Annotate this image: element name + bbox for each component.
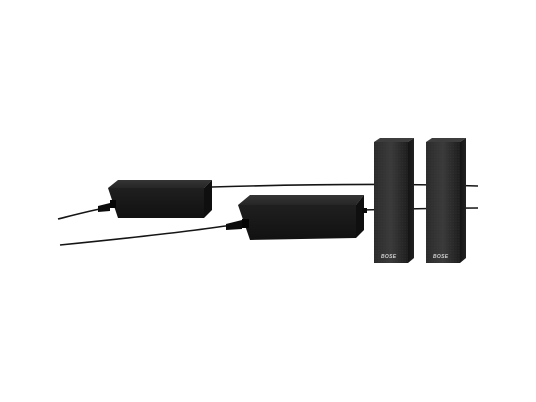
cable-bottom-long <box>59 224 233 246</box>
cable-left-out <box>57 208 101 220</box>
speaker-left-grille <box>374 142 408 263</box>
speaker-right-grille <box>426 142 460 263</box>
adapter-center-port <box>242 219 249 228</box>
adapter-left-plug <box>98 203 110 212</box>
adapter-center-front <box>238 205 356 240</box>
adapter-left-side <box>204 180 212 218</box>
speaker-left-logo: BOSE <box>381 254 397 260</box>
adapter-center-side <box>356 195 364 238</box>
adapter-left-top <box>108 180 212 188</box>
adapter-center-top <box>238 195 364 205</box>
adapter-center-jack <box>362 208 367 213</box>
speaker-left-side <box>408 138 414 263</box>
speaker-right-top <box>426 138 466 142</box>
speaker-right-side <box>460 138 466 263</box>
adapter-left-port <box>110 200 116 208</box>
speaker-left: BOSE <box>374 138 414 263</box>
power-adapter-left <box>98 180 212 218</box>
adapter-center-plug <box>226 220 242 230</box>
adapter-left-front <box>108 188 204 218</box>
speaker-right-logo: BOSE <box>433 254 449 260</box>
power-adapter-center <box>226 195 367 240</box>
speaker-right: BOSE <box>426 138 466 263</box>
speaker-left-top <box>374 138 414 142</box>
